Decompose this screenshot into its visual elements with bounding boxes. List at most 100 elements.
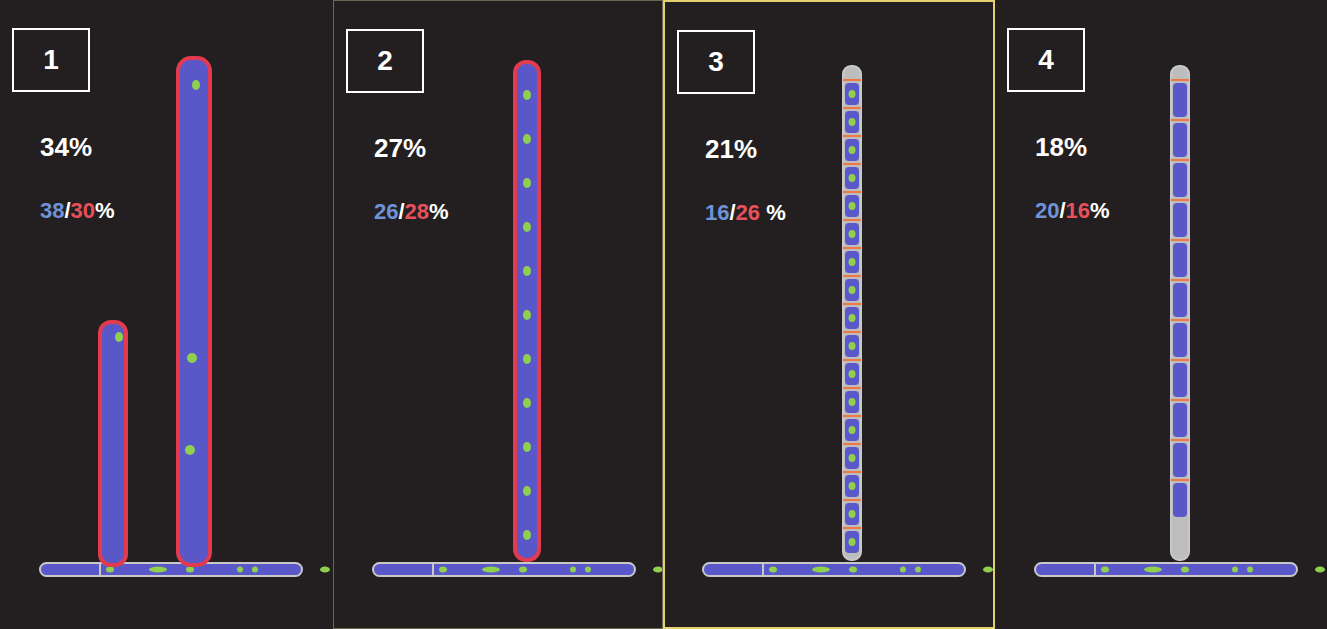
nucleus bbox=[523, 442, 531, 452]
percentage: 21% bbox=[705, 134, 757, 165]
compartment bbox=[1173, 83, 1187, 117]
nucleus bbox=[849, 314, 856, 322]
compartment bbox=[845, 167, 859, 189]
nucleus bbox=[523, 530, 531, 540]
compartment bbox=[1173, 363, 1187, 397]
panel-number-box: 2 bbox=[346, 29, 424, 93]
compartment bbox=[1173, 283, 1187, 317]
hypha-branch bbox=[843, 66, 861, 560]
nucleus bbox=[523, 310, 531, 320]
compartment bbox=[845, 503, 859, 525]
nucleus bbox=[252, 567, 258, 573]
compartment bbox=[1173, 163, 1187, 197]
septum bbox=[1171, 479, 1189, 481]
compartment bbox=[845, 363, 859, 385]
main-hypha bbox=[40, 563, 302, 576]
compartment bbox=[845, 83, 859, 105]
compartment bbox=[1173, 323, 1187, 357]
nucleus bbox=[653, 567, 663, 573]
septum bbox=[843, 163, 861, 165]
septum bbox=[843, 415, 861, 417]
septum bbox=[843, 107, 861, 109]
nucleus bbox=[523, 486, 531, 496]
nucleus bbox=[849, 426, 856, 434]
nucleus bbox=[849, 118, 856, 126]
nucleus bbox=[523, 178, 531, 188]
compartment bbox=[845, 335, 859, 357]
panel: 18%20/16%4 bbox=[995, 0, 1327, 629]
panel-number-box: 1 bbox=[12, 28, 90, 92]
septum bbox=[843, 275, 861, 277]
percentage: 27% bbox=[374, 133, 426, 164]
nucleus bbox=[1247, 567, 1253, 573]
compartment bbox=[1173, 123, 1187, 157]
panel-number-box: 4 bbox=[1007, 28, 1085, 92]
septum bbox=[1171, 399, 1189, 401]
nucleus bbox=[849, 230, 856, 238]
compartment bbox=[845, 279, 859, 301]
ratio-label: 26/28% bbox=[374, 199, 449, 225]
nucleus bbox=[523, 354, 531, 364]
nucleus bbox=[849, 146, 856, 154]
panel-number: 3 bbox=[708, 46, 724, 78]
nucleus bbox=[523, 134, 531, 144]
panel-number: 4 bbox=[1038, 44, 1054, 76]
panel-number-box: 3 bbox=[677, 30, 755, 94]
nucleus bbox=[849, 286, 856, 294]
hypha-branch bbox=[178, 58, 210, 565]
septum bbox=[843, 191, 861, 193]
nucleus bbox=[849, 202, 856, 210]
panel: 34%38/30%1 bbox=[0, 0, 333, 629]
nucleus bbox=[849, 398, 856, 406]
nucleus bbox=[849, 538, 856, 546]
septum bbox=[843, 79, 861, 81]
septum bbox=[1171, 199, 1189, 201]
percentage: 18% bbox=[1035, 132, 1087, 163]
hypha-branch bbox=[100, 322, 126, 565]
compartment bbox=[845, 475, 859, 497]
nucleus bbox=[585, 567, 591, 573]
nucleus bbox=[849, 370, 856, 378]
septum bbox=[843, 247, 861, 249]
nucleus bbox=[523, 222, 531, 232]
compartment bbox=[845, 195, 859, 217]
compartment bbox=[845, 447, 859, 469]
compartment bbox=[845, 111, 859, 133]
septum bbox=[843, 219, 861, 221]
nucleus bbox=[1232, 567, 1238, 573]
nucleus bbox=[1144, 567, 1162, 573]
nucleus bbox=[1315, 567, 1325, 573]
compartment bbox=[845, 531, 859, 553]
nucleus bbox=[915, 567, 921, 573]
nucleus bbox=[849, 258, 856, 266]
septum bbox=[1171, 439, 1189, 441]
nucleus bbox=[849, 510, 856, 518]
septum bbox=[843, 135, 861, 137]
ratio-label: 16/26 % bbox=[705, 200, 786, 226]
compartment bbox=[845, 391, 859, 413]
main-hypha bbox=[373, 563, 635, 576]
nucleus bbox=[1101, 567, 1109, 573]
nucleus bbox=[1181, 567, 1189, 573]
nucleus bbox=[570, 567, 576, 573]
nucleus bbox=[482, 567, 500, 573]
septum bbox=[843, 471, 861, 473]
septum bbox=[843, 443, 861, 445]
septum bbox=[843, 359, 861, 361]
compartment bbox=[1173, 483, 1187, 517]
panel-number: 2 bbox=[377, 45, 393, 77]
nucleus bbox=[900, 567, 906, 573]
nucleus bbox=[320, 567, 330, 573]
nucleus bbox=[523, 90, 531, 100]
compartment bbox=[845, 251, 859, 273]
nucleus bbox=[237, 567, 243, 573]
nucleus bbox=[106, 567, 114, 573]
nucleus bbox=[186, 567, 194, 573]
nucleus bbox=[983, 567, 993, 573]
septum bbox=[843, 527, 861, 529]
panel-number: 1 bbox=[43, 44, 59, 76]
septum bbox=[1171, 159, 1189, 161]
nucleus bbox=[519, 567, 527, 573]
panel: 27% 26/28% 2 bbox=[333, 0, 663, 629]
hypha-branch bbox=[515, 62, 539, 560]
